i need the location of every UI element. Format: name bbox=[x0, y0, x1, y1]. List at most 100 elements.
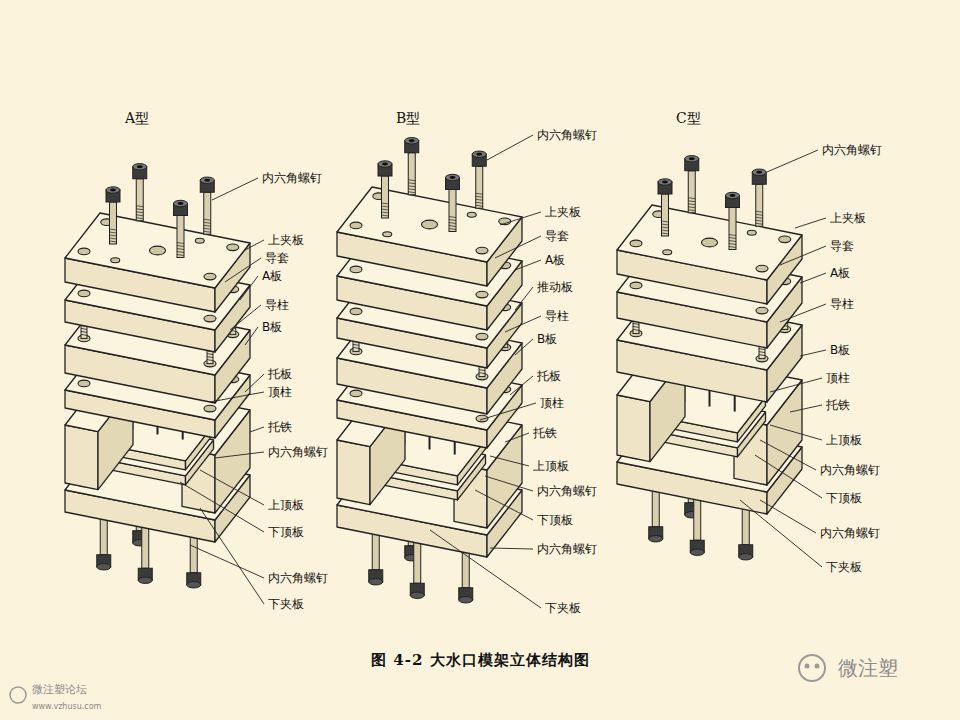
leader-line bbox=[245, 240, 264, 250]
plate-hole bbox=[204, 315, 216, 322]
socket-screw bbox=[729, 247, 736, 248]
socket-screw bbox=[689, 157, 695, 160]
socket-screw bbox=[649, 536, 663, 542]
leader-line bbox=[780, 304, 826, 322]
plate-hole bbox=[78, 248, 90, 255]
leader-line bbox=[475, 490, 533, 520]
socket-screw bbox=[476, 193, 483, 194]
leader-line bbox=[250, 427, 264, 432]
socket-screw bbox=[756, 220, 763, 221]
part-label: 上夹板 bbox=[545, 204, 581, 220]
socket-screw bbox=[688, 204, 695, 205]
socket-screw bbox=[662, 221, 669, 222]
socket-screw bbox=[658, 179, 672, 185]
socket-screw bbox=[756, 184, 763, 226]
part-label: 顶柱 bbox=[268, 384, 292, 400]
socket-screw bbox=[382, 215, 389, 216]
socket-screw bbox=[688, 201, 695, 202]
socket-screw bbox=[756, 211, 763, 212]
plate-hole bbox=[350, 308, 362, 315]
plate-hole bbox=[350, 222, 362, 229]
socket-screw bbox=[476, 153, 482, 156]
socket-screw bbox=[662, 194, 669, 236]
socket-screw bbox=[110, 232, 117, 233]
socket-screw bbox=[382, 206, 389, 207]
leader-line bbox=[485, 476, 533, 491]
plate-hole bbox=[756, 307, 768, 314]
socket-screw bbox=[410, 592, 424, 598]
part-label: 内六角螺钉 bbox=[537, 483, 597, 499]
leader-line bbox=[740, 500, 822, 567]
leader-line bbox=[210, 392, 264, 402]
socket-screw bbox=[200, 177, 214, 183]
socket-screw bbox=[408, 183, 415, 184]
socket-screw bbox=[106, 187, 120, 193]
plate-hole bbox=[630, 240, 642, 247]
socket-screw bbox=[729, 208, 736, 250]
part-label: B板 bbox=[537, 331, 557, 347]
part-label: 下顶板 bbox=[537, 512, 573, 528]
part-label: 导套 bbox=[545, 228, 569, 244]
socket-screw bbox=[382, 176, 389, 218]
socket-screw bbox=[110, 238, 117, 239]
guide-pin bbox=[353, 344, 359, 345]
socket-screw bbox=[446, 174, 460, 180]
socket-screw bbox=[204, 219, 211, 220]
socket-screw bbox=[449, 223, 456, 224]
watermark: www.vzhusu.com bbox=[32, 702, 101, 712]
socket-screw bbox=[136, 218, 143, 219]
part-label: A板 bbox=[545, 252, 565, 268]
socket-screw bbox=[688, 198, 695, 199]
leader-line bbox=[505, 316, 541, 332]
leader-line bbox=[230, 305, 261, 330]
socket-screw bbox=[459, 597, 473, 603]
part-label: B板 bbox=[830, 342, 850, 358]
socket-screw bbox=[449, 229, 456, 230]
socket-screw bbox=[137, 165, 143, 168]
socket-screw bbox=[662, 181, 668, 184]
socket-screw bbox=[382, 203, 389, 204]
socket-screw bbox=[729, 241, 736, 242]
plate-hole bbox=[663, 250, 672, 255]
plate-hole bbox=[78, 380, 90, 387]
socket-screw bbox=[688, 210, 695, 211]
support-block bbox=[617, 395, 650, 462]
leader-line bbox=[515, 287, 533, 310]
socket-screw bbox=[730, 194, 736, 197]
part-label: 上顶板 bbox=[826, 432, 862, 448]
leader-line bbox=[760, 500, 816, 533]
leader-line bbox=[215, 452, 264, 458]
guide-pin bbox=[353, 347, 359, 348]
leader-line bbox=[245, 327, 258, 345]
guide-pin bbox=[207, 357, 213, 358]
leader-line bbox=[490, 456, 529, 466]
socket-screw bbox=[177, 249, 184, 250]
part-label: 下顶板 bbox=[826, 490, 862, 506]
figure-caption: 图 4-2 大水口模架立体结构图 bbox=[371, 651, 590, 670]
part-label: 推动板 bbox=[537, 279, 573, 295]
part-label: 下夹板 bbox=[826, 559, 862, 575]
mold-plate bbox=[65, 213, 250, 288]
socket-screw bbox=[136, 215, 143, 216]
socket-screw bbox=[110, 202, 117, 244]
type-heading: A型 bbox=[125, 109, 149, 127]
leader-line bbox=[245, 374, 264, 392]
socket-screw bbox=[662, 224, 669, 225]
part-label: 内六角螺钉 bbox=[820, 462, 880, 478]
leader-line bbox=[760, 440, 816, 470]
part-label: 导套 bbox=[265, 250, 289, 266]
watermark: 微注塑 bbox=[838, 655, 898, 681]
part-label: 托板 bbox=[268, 366, 292, 382]
part-label: 内六角螺钉 bbox=[537, 541, 597, 557]
part-label: 顶柱 bbox=[540, 395, 564, 411]
plate-hole bbox=[204, 405, 216, 412]
watermark-icon bbox=[805, 664, 810, 669]
leader-line bbox=[240, 276, 258, 300]
socket-screw bbox=[177, 246, 184, 247]
guide-pin bbox=[479, 370, 485, 371]
plate-hole bbox=[78, 290, 90, 297]
type-heading: C型 bbox=[676, 109, 701, 127]
plate-hole bbox=[756, 265, 768, 272]
